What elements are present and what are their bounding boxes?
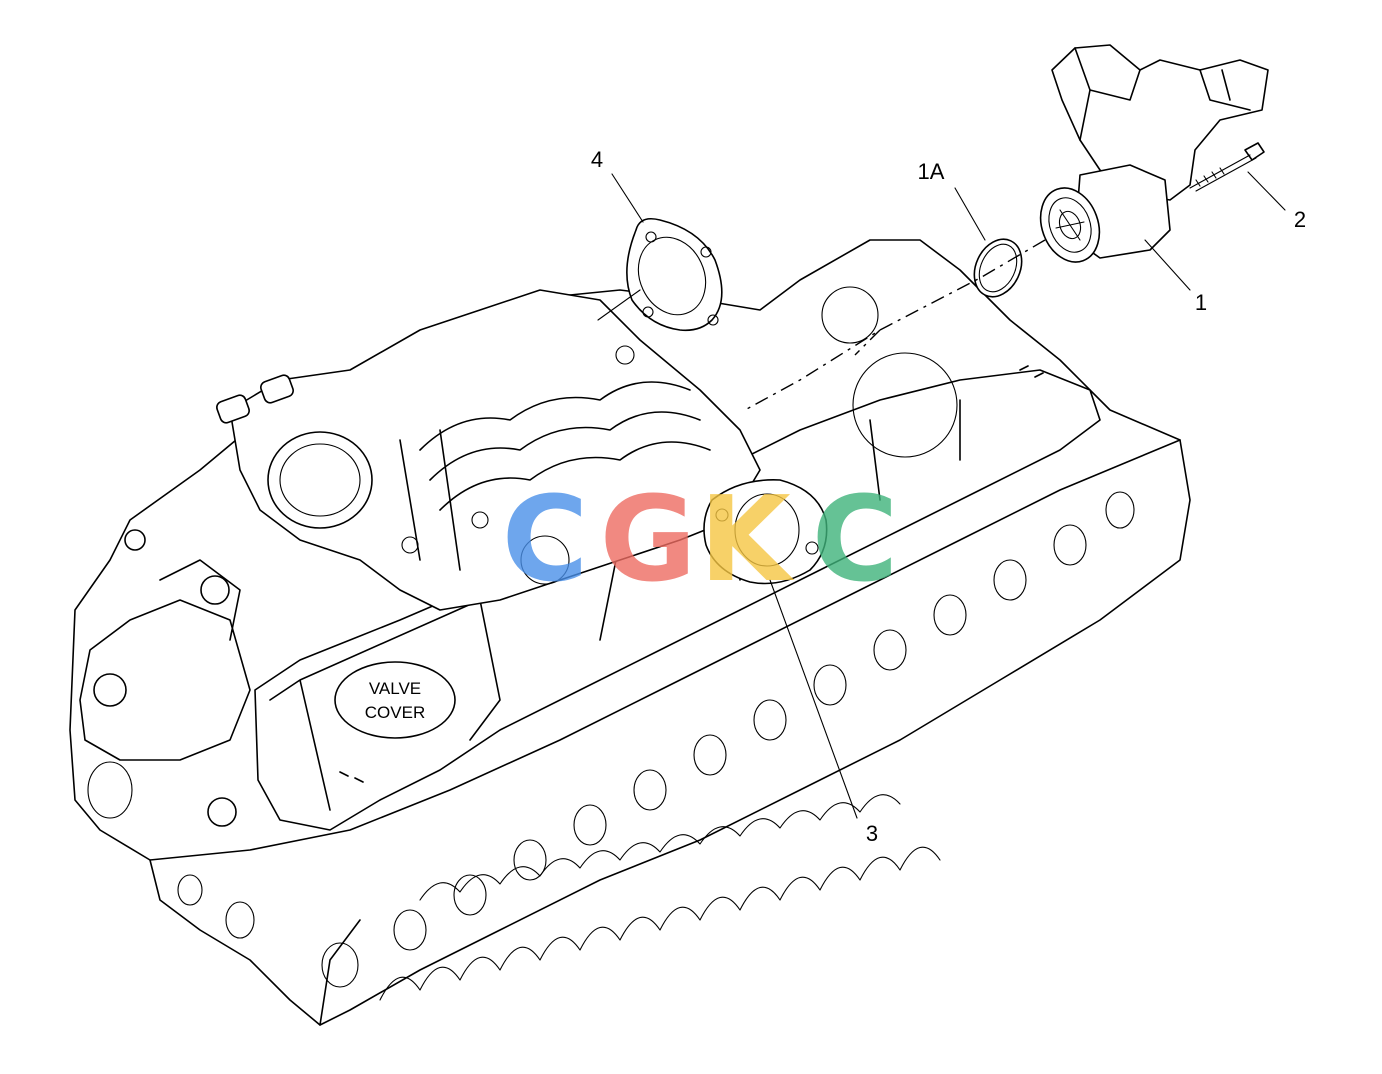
watermark-letter-0: C [502, 470, 589, 608]
head-port-openings [87, 491, 1135, 988]
callout-1: 1 [1195, 290, 1207, 315]
part-1a-o-ring [973, 238, 1023, 298]
callout-4: 4 [591, 147, 603, 172]
valve-cover-label-line2: COVER [365, 703, 425, 722]
manifold-inlet [267, 431, 373, 529]
head-left-end [79, 529, 251, 827]
valve-cover-badge [334, 661, 456, 739]
callout-1a: 1A [918, 159, 945, 184]
assembly-center-line [744, 239, 1046, 411]
part-4-gasket [597, 217, 723, 332]
watermark-letter-3: C [812, 470, 899, 608]
watermark-letter-2: K [699, 470, 795, 608]
leader-lines [611, 171, 1286, 819]
callout-2: 2 [1294, 207, 1306, 232]
callout-3: 3 [866, 821, 878, 846]
part-2-bolt [1189, 142, 1265, 192]
part-1-valve-assembly [1039, 44, 1269, 263]
valve-cover-label-line1: VALVE [369, 679, 421, 698]
watermark-letter-1: G [600, 470, 697, 608]
part-3-gasket [703, 479, 828, 585]
